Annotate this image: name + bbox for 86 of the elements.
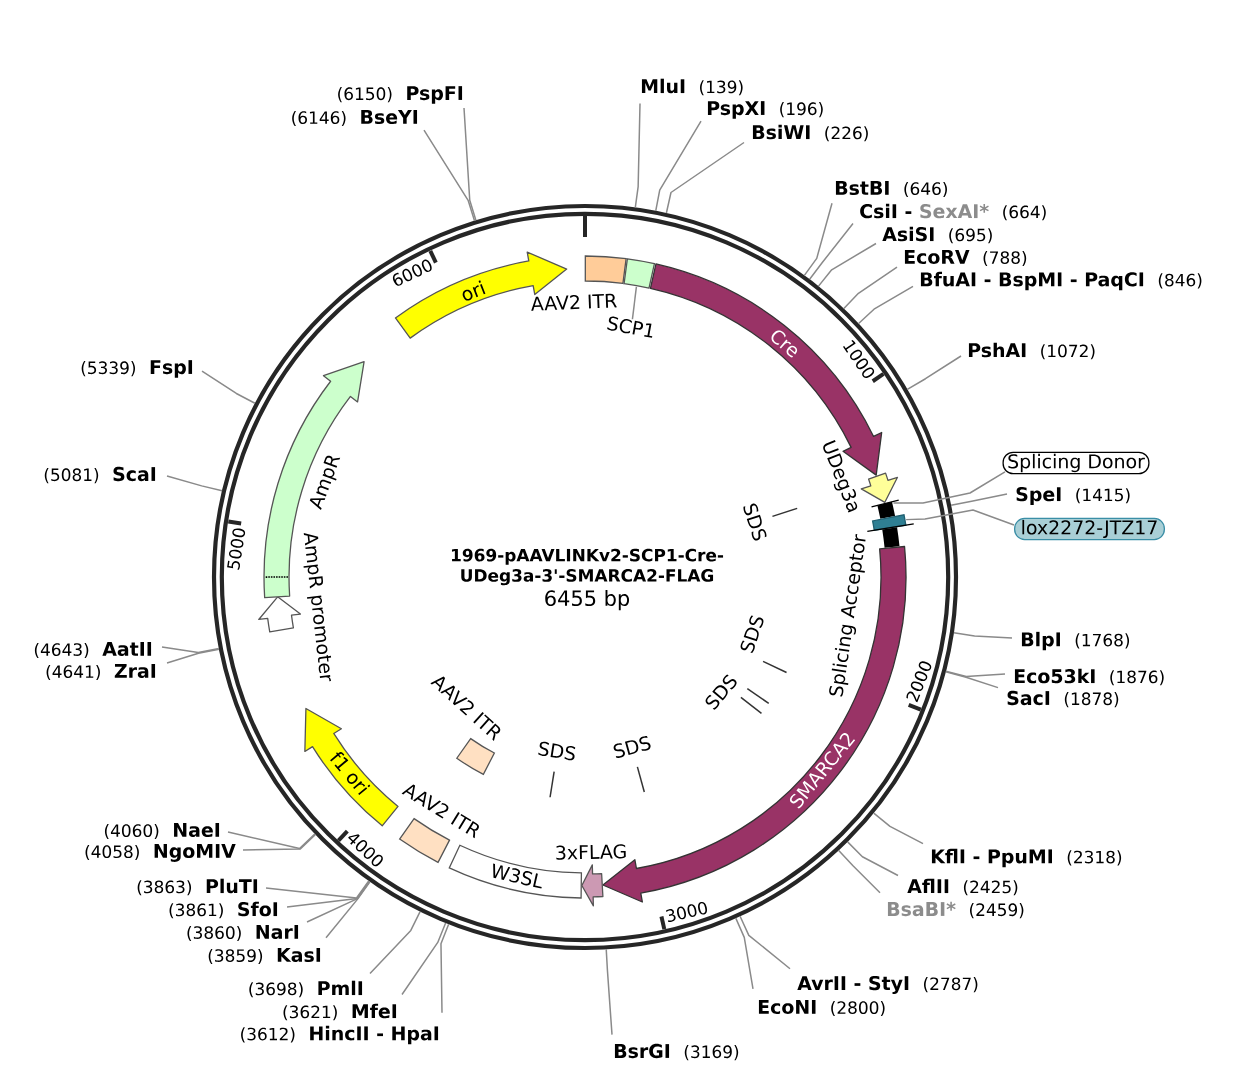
leader-line: [735, 917, 754, 990]
leader-line: [166, 475, 223, 492]
site-label: (3860) NarI: [187, 925, 299, 941]
site-label: (3612) HincII - HpaI: [241, 1025, 439, 1045]
leader-line: [166, 648, 220, 664]
site-label: (4641) ZraI: [46, 664, 156, 680]
site-label: AflII (2425): [907, 878, 1018, 896]
site-label: KflI - PpuMI (2318): [931, 848, 1122, 868]
tick-label: 6000: [392, 259, 432, 286]
site-label: AvrII - StyI (2787): [797, 975, 978, 995]
site-label: BstBI (646): [835, 181, 947, 197]
site-label: SacI (1878): [1007, 690, 1119, 708]
leader-line: [201, 370, 256, 404]
site-label: (5339) FspI: [81, 360, 193, 378]
site-label: MluI (139): [641, 78, 743, 96]
leader-line: [817, 242, 877, 287]
site-label: (4060) NaeI: [104, 823, 220, 839]
feature-label: SDS: [538, 741, 576, 761]
leader-line: [423, 129, 476, 222]
site-label: Eco53kI (1876): [1014, 668, 1164, 686]
site-label: BfuAI - BspMI - PaqCI (846): [920, 271, 1202, 291]
site-label: SpeI (1415): [1016, 487, 1130, 505]
feature-label: AmpR: [309, 455, 341, 511]
site-label: (3859) KasI: [208, 948, 321, 964]
feature-label: SDS: [743, 503, 767, 541]
leader-line: [325, 880, 371, 939]
leader-line: [739, 915, 791, 970]
site-label: PspXI (196): [707, 101, 823, 119]
leader-line: [873, 812, 924, 845]
site-label: (3621) MfeI: [283, 1003, 397, 1021]
leader-line: [945, 671, 999, 689]
feature-bar: [870, 499, 900, 519]
leader-line: [803, 202, 833, 277]
site-label: BsaBI* (2459): [887, 901, 1024, 919]
site-label: (3861) SfoI: [169, 901, 278, 919]
site-label: EcoRV (788): [904, 250, 1027, 266]
leader-line: [369, 910, 421, 975]
leader-line: [892, 471, 1006, 504]
leader-line: [440, 923, 450, 1014]
leader-line: [950, 493, 1008, 507]
site-label: (6146) BseYI: [292, 110, 418, 126]
leader-line: [838, 849, 881, 894]
feature-label: SDS: [740, 615, 764, 654]
site-label: EcoNI (2800): [758, 1000, 885, 1016]
site-label: AsiSI (695): [882, 226, 992, 244]
leader-line: [655, 120, 702, 212]
site-label: (6150) PspFI: [338, 86, 463, 104]
leader-line: [857, 285, 914, 325]
site-label: (5081) ScaI: [44, 466, 156, 484]
leader-line: [605, 948, 613, 1036]
tick-label: 2000: [906, 661, 932, 703]
site-label: BsiWI (226): [752, 124, 868, 142]
leader-line: [242, 833, 316, 851]
feature-box: [866, 514, 915, 532]
leader-line: [401, 922, 447, 996]
leader-line: [631, 285, 638, 321]
site-label: BlpI (1768): [1021, 631, 1130, 651]
feature-box: [623, 258, 656, 289]
leader-line: [634, 102, 641, 209]
site-label: (3863) PluTI: [137, 878, 258, 896]
leader-line: [265, 880, 370, 899]
site-label: (4643) AatII: [34, 642, 152, 658]
leader-line: [665, 141, 745, 214]
feature-label: AmpR promoter: [303, 532, 332, 682]
leader-line: [227, 831, 316, 850]
site-label: (4058) NgoMIV: [85, 844, 236, 862]
callout-label: lox2272-JTZ17: [1014, 517, 1165, 541]
leader-line: [306, 880, 371, 923]
site-label: (3698) PmlI: [249, 980, 363, 998]
leader-line: [161, 646, 220, 654]
callout-label: Splicing Donor: [1002, 451, 1150, 475]
site-label: CsiI - SexAI* (664): [860, 203, 1046, 221]
leader-line: [945, 670, 1006, 678]
tick-label: 5000: [227, 528, 246, 570]
leader-line: [843, 266, 898, 310]
leader-line: [846, 841, 899, 877]
feature-block: f1 ori: [304, 707, 399, 827]
site-label: BsrGI (3169): [614, 1043, 739, 1061]
leader-line: [905, 509, 1015, 526]
leader-line: [286, 880, 371, 908]
leader-line: [906, 355, 962, 391]
feature-label: SDS: [613, 736, 651, 758]
leader-line: [808, 222, 854, 280]
leader-line: [953, 632, 1013, 639]
leader-line: [463, 107, 477, 222]
site-label: PshAI (1072): [968, 342, 1095, 360]
